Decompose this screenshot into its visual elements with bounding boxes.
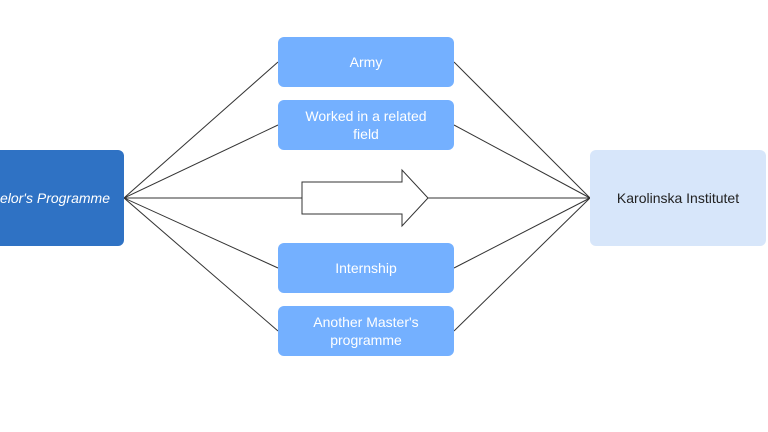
path-label: Internship	[335, 260, 397, 276]
path-label: Army	[349, 54, 383, 70]
connector-master-target	[453, 197, 591, 332]
connector-source-army	[123, 61, 279, 199]
connector-worked-target	[453, 124, 591, 199]
connector-army-target	[453, 61, 591, 199]
source-label: Bachelor's Programme	[0, 190, 110, 206]
connector-source-internship	[123, 197, 279, 269]
source-node[interactable]: Bachelor's Programme	[0, 150, 124, 246]
path-node-worked[interactable]: Worked in a related field	[278, 100, 454, 150]
right-arrow-icon	[301, 168, 429, 228]
target-node[interactable]: Karolinska Institutet	[590, 150, 766, 246]
connector-internship-target	[453, 197, 591, 269]
path-label: Another Master's programme	[313, 314, 419, 348]
connector-source-worked	[123, 124, 279, 199]
connector-source-master	[123, 197, 279, 332]
path-node-internship[interactable]: Internship	[278, 243, 454, 293]
path-label: Worked in a related field	[305, 108, 427, 142]
path-node-army[interactable]: Army	[278, 37, 454, 87]
target-label: Karolinska Institutet	[616, 190, 740, 206]
path-node-master[interactable]: Another Master's programme	[278, 306, 454, 356]
